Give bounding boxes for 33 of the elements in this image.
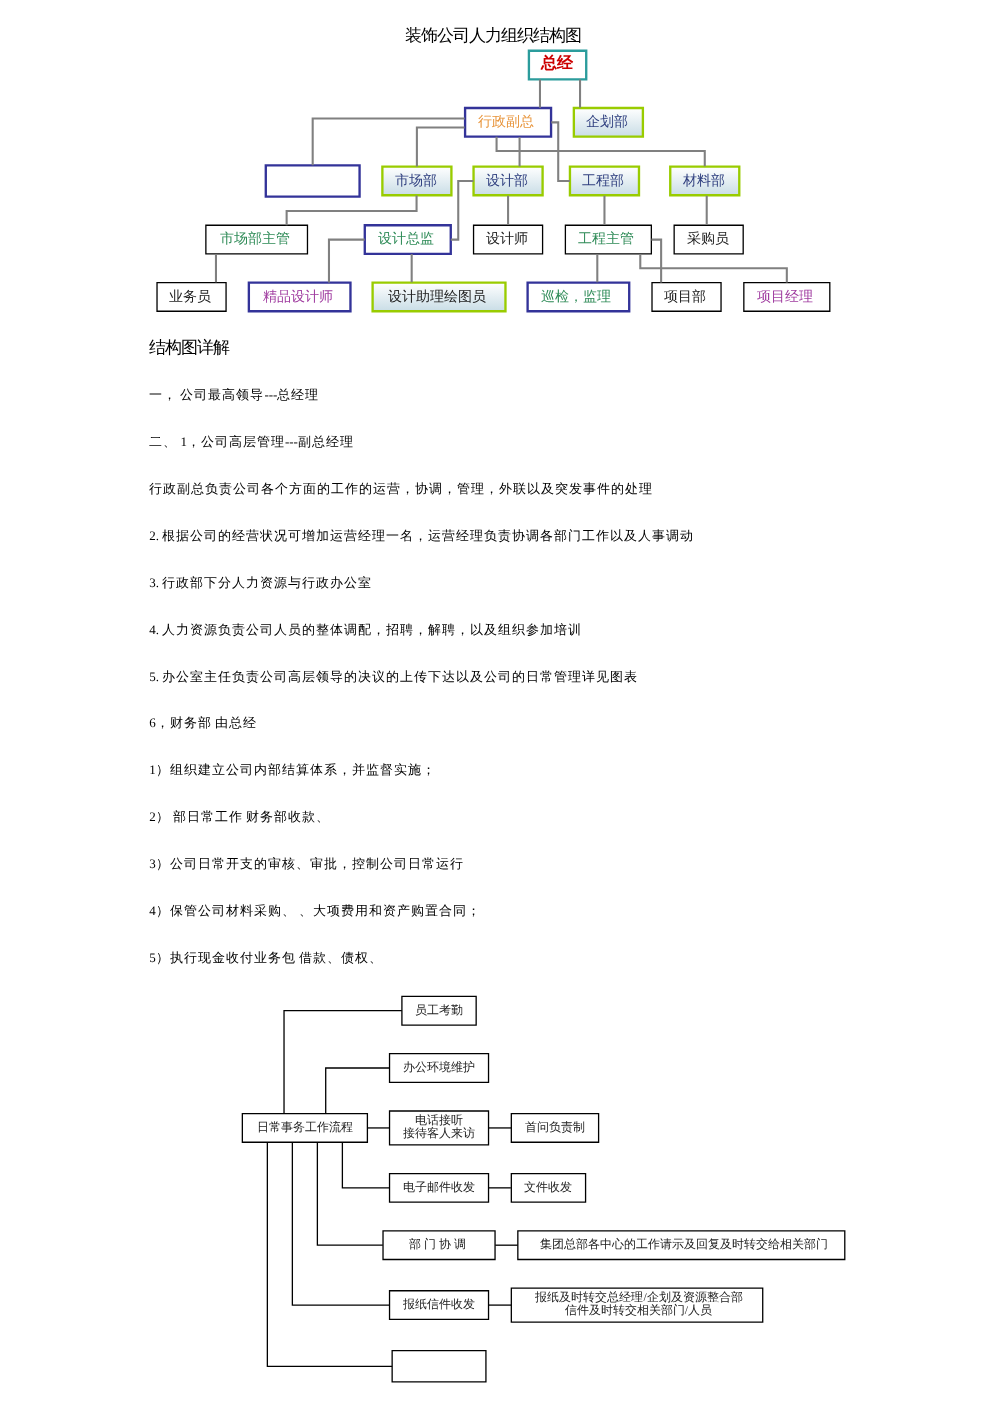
- connector: [494, 136, 705, 167]
- connector: [449, 179, 473, 241]
- label: 结构图详解: [148, 337, 229, 358]
- connector: [638, 253, 787, 283]
- connector: [650, 238, 662, 283]
- connector: [704, 195, 707, 225]
- connector: [414, 126, 464, 167]
- connector: [310, 117, 464, 166]
- connector: [506, 195, 509, 225]
- connector: [486, 1187, 511, 1189]
- node-box: [263, 164, 360, 198]
- connector: [284, 195, 417, 226]
- connector: [578, 79, 581, 108]
- connector: [282, 1010, 402, 1115]
- connector: [486, 1127, 511, 1129]
- connector: [537, 79, 541, 108]
- connector: [213, 254, 216, 283]
- connector: [550, 121, 569, 182]
- connector: [602, 195, 605, 225]
- caption: 装饰公司人力组织结构图: [404, 24, 581, 45]
- connector: [326, 238, 364, 283]
- connector: [315, 1141, 383, 1246]
- node-box: [390, 1350, 486, 1383]
- connector: [265, 1141, 392, 1367]
- connector: [409, 254, 412, 283]
- connector: [290, 1141, 390, 1306]
- connector: [366, 1127, 389, 1129]
- connector: [493, 1244, 518, 1246]
- connector: [517, 137, 520, 167]
- connector: [595, 254, 598, 283]
- connector: [340, 1141, 389, 1189]
- connector: [324, 1067, 389, 1115]
- connector: [487, 1304, 511, 1306]
